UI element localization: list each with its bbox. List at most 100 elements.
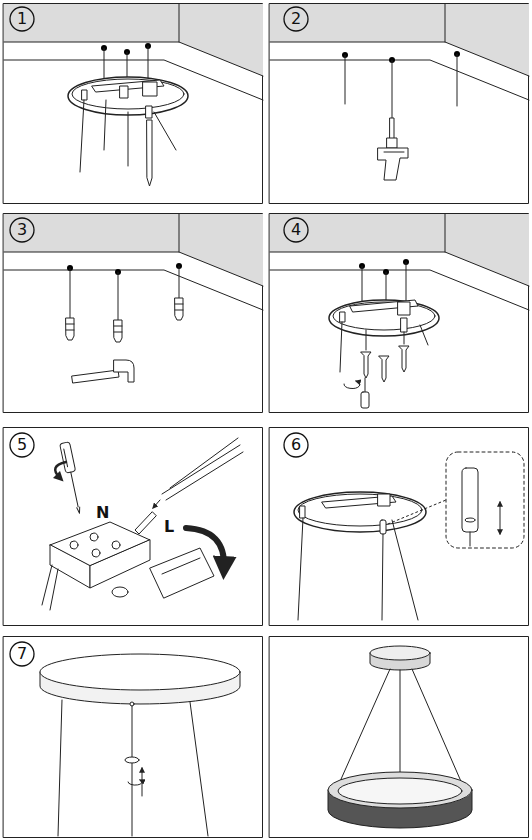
terminal-letter: N [96,505,109,521]
wall-anchors-part [175,298,183,320]
panel-frames-part [4,637,263,838]
finished-pendant [328,646,472,828]
finished-pendant-part [400,670,401,776]
terminal-wiring-part [55,462,66,478]
terminal-wiring-part [70,541,78,549]
wall-anchors-part [72,370,119,383]
ceiling-part [270,4,529,100]
canopy-fixing-part [361,352,371,378]
wall-anchors-part [118,272,119,320]
terminal-wiring-part [112,541,120,549]
panel-frames-part [270,428,529,626]
step-circle-outline [10,642,34,666]
canopy-template-part [120,86,128,98]
cable-adjustment-part [388,500,446,524]
cable-grip-part [130,702,134,706]
step-number: 2 [283,6,309,32]
canopy-fixing-part [340,312,345,322]
cable-adjustment-part [462,468,478,532]
canopy-template-part [68,77,188,115]
canopy-template-part [143,82,157,96]
drilling-part [392,60,393,120]
terminal-wiring-part [150,548,214,598]
terminal-letter: L [164,519,174,535]
cable-adjustment-part [392,520,418,620]
panel-frames [4,4,529,838]
canopy-template-part [147,120,152,186]
terminal-wiring-part [135,512,156,534]
terminal-wiring-part [186,528,224,568]
terminal-wiring-part [153,500,160,508]
terminal-wiring-part [166,452,243,500]
step-circle-outline [10,433,34,457]
step-number: 6 [283,432,309,458]
canopy-fixing-part [398,302,410,315]
canopy-template [68,43,188,186]
terminal-wiring-part [50,569,58,610]
step-number-text: 4 [291,222,301,238]
cable-adjustment-part [500,502,501,534]
finished-pendant-part [328,772,472,808]
step-circle-outline [284,218,308,242]
finished-pendant-part [370,646,430,660]
terminal-wiring [42,438,243,610]
terminal-wiring-part [60,442,85,515]
canopy-fixing-part [340,322,342,372]
panel-frames-part [4,428,263,626]
wall-anchors [66,263,183,383]
panel-frames-part [270,637,529,838]
canopy-fixing-part [406,262,407,302]
drilling-part [387,138,397,148]
cable-grip-part [125,757,139,763]
wall-anchors-part [114,360,134,382]
drilling-part [384,152,404,153]
cable-adjustment-part [298,494,422,526]
drilling-part [345,55,346,104]
cable-adjustment-part [470,532,471,546]
cable-grip-part [128,780,142,785]
terminal-wiring-part [112,587,128,597]
canopy-fixing-part [379,356,389,382]
canopy-fixing-part [362,266,363,306]
wall-anchors-part [179,266,180,298]
canopy-fixing-part [420,325,428,345]
terminal-wiring-part [170,438,238,488]
step-number-text: 5 [17,437,27,453]
cable-grip-part [58,700,62,836]
terminal-wiring-part-part [60,442,76,473]
finished-pendant-part [338,669,390,786]
canopy-fixing-part [366,330,367,350]
canopy-fixing-part [365,378,366,392]
terminal-wiring-part [92,549,100,557]
canopy-fixing-part [404,332,405,344]
step-number: 7 [9,641,35,667]
terminal-wiring-part [42,565,52,605]
terminal-wiring-part-part [64,449,68,467]
cable-adjustment [294,452,524,620]
cable-adjustment-part [465,518,475,522]
wall-anchors-part [70,268,71,318]
canopy-template-part [128,112,129,166]
canopy-fixing-part [386,272,387,304]
ceiling-part [4,4,263,100]
terminal-wiring-part [162,558,200,574]
step-number-text: 6 [291,437,301,453]
step-number-text: 1 [17,11,27,27]
cable-grip-part [190,702,208,836]
cable-grip [40,654,240,836]
cable-grip-part [132,706,133,836]
step-number: 3 [9,217,35,243]
canopy-template-part [146,106,152,118]
step-circle-outline [284,7,308,31]
canopy-template-part [104,100,106,150]
canopy-template-part [80,100,84,172]
cable-adjustment-part [382,534,383,620]
step-number-text: 3 [17,222,27,238]
terminal-wiring-part [162,445,240,494]
terminal-wiring-part-part [77,507,81,513]
cable-adjustment-part [298,518,303,620]
canopy-fixing-part [399,346,409,372]
